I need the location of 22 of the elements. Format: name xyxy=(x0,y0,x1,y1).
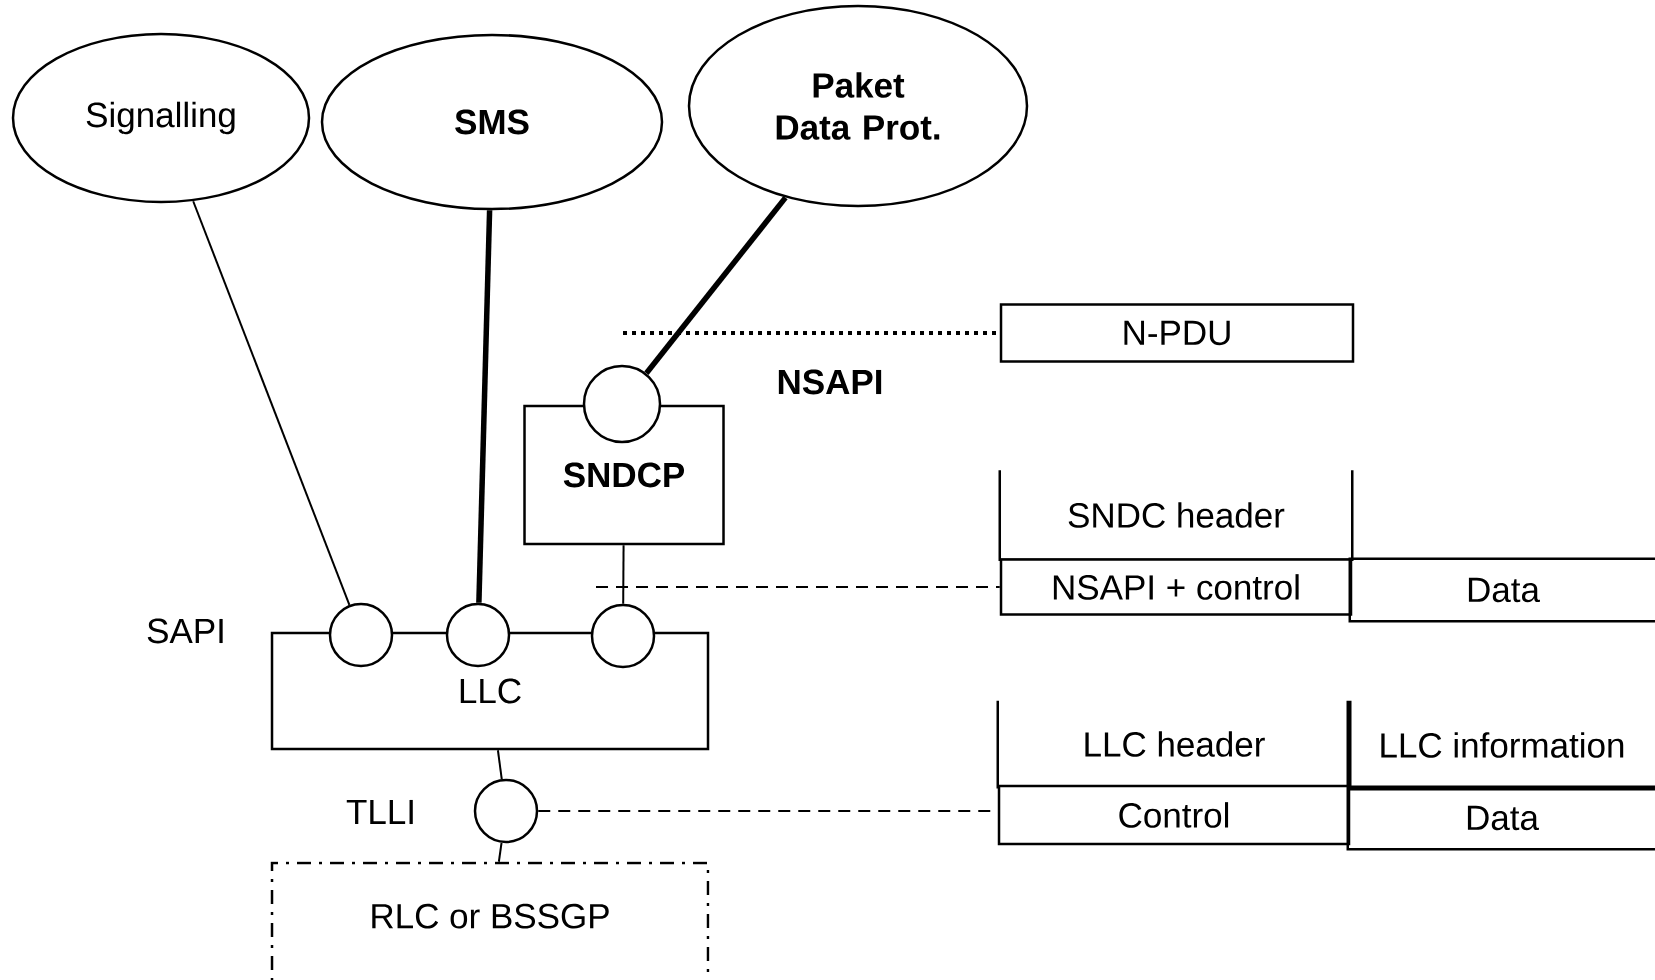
table-cell: Data xyxy=(1348,557,1655,623)
interface-label: NSAPI xyxy=(778,369,882,395)
circle xyxy=(328,602,394,668)
dashed-box: RLC or BSSGP xyxy=(270,861,710,980)
connector-line xyxy=(496,749,503,781)
connector-line xyxy=(497,841,503,863)
interface-label: SAPI xyxy=(147,618,223,644)
connector-line xyxy=(622,544,625,605)
connector-line xyxy=(192,200,351,606)
circle xyxy=(473,778,539,844)
interface-label: TLLI xyxy=(346,799,413,825)
connector-line xyxy=(476,210,493,603)
circle xyxy=(590,603,656,669)
field-box: N-PDU xyxy=(999,303,1355,363)
circle xyxy=(582,364,662,444)
table-cell: Data xyxy=(1346,785,1655,851)
connector-line xyxy=(644,195,788,375)
table-cell: Control xyxy=(997,784,1351,846)
table-cell: NSAPI + control xyxy=(999,558,1353,616)
connector-line xyxy=(595,586,1001,588)
circle xyxy=(445,602,511,668)
table-cell: LLC information xyxy=(1346,700,1655,791)
